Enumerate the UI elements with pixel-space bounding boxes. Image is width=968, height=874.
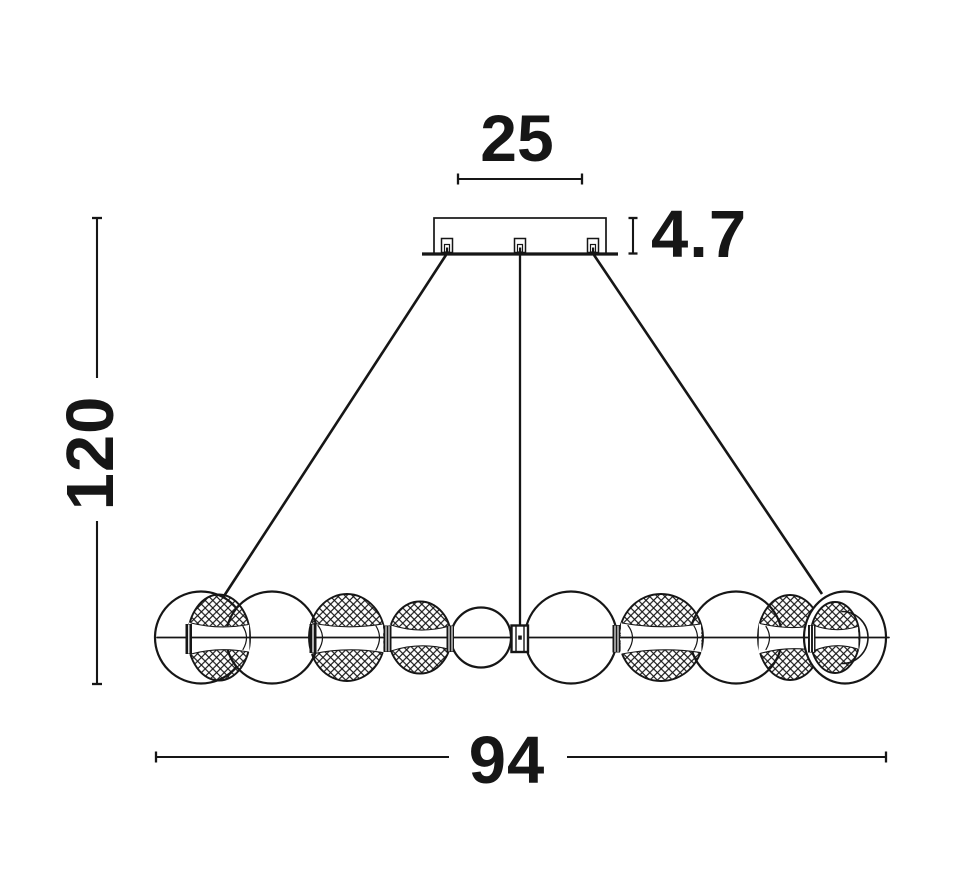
center-hub [510,624,530,654]
connector-bracket-2 [309,624,317,653]
cord-grip-left [440,237,454,254]
ceiling-canopy [422,217,618,256]
dimension-label-canopy-height: 4.7 [651,197,747,272]
connector-bracket-6 [808,625,816,653]
connector-bracket-5 [612,625,620,653]
fixture-bar [153,590,890,685]
dimension-label-canopy-width: 25 [480,101,553,175]
connector-bracket-1 [185,624,192,654]
suspension-wire-right [592,254,824,595]
dimension-label-fixture-width: 94 [469,723,546,798]
dimension-canopy-width: 25 [456,101,584,185]
dimension-label-overall-height: 120 [53,396,128,511]
dimension-fixture-width: 94 [154,723,888,798]
connector-bracket-4 [446,625,454,652]
cord-grip-center [513,237,527,254]
suspension-wire-left [222,254,448,597]
dimension-overall-height: 120 [53,216,128,686]
dimension-canopy-height: 4.7 [628,197,747,272]
cord-grip-right [586,237,600,254]
connector-bracket-3 [383,625,392,652]
